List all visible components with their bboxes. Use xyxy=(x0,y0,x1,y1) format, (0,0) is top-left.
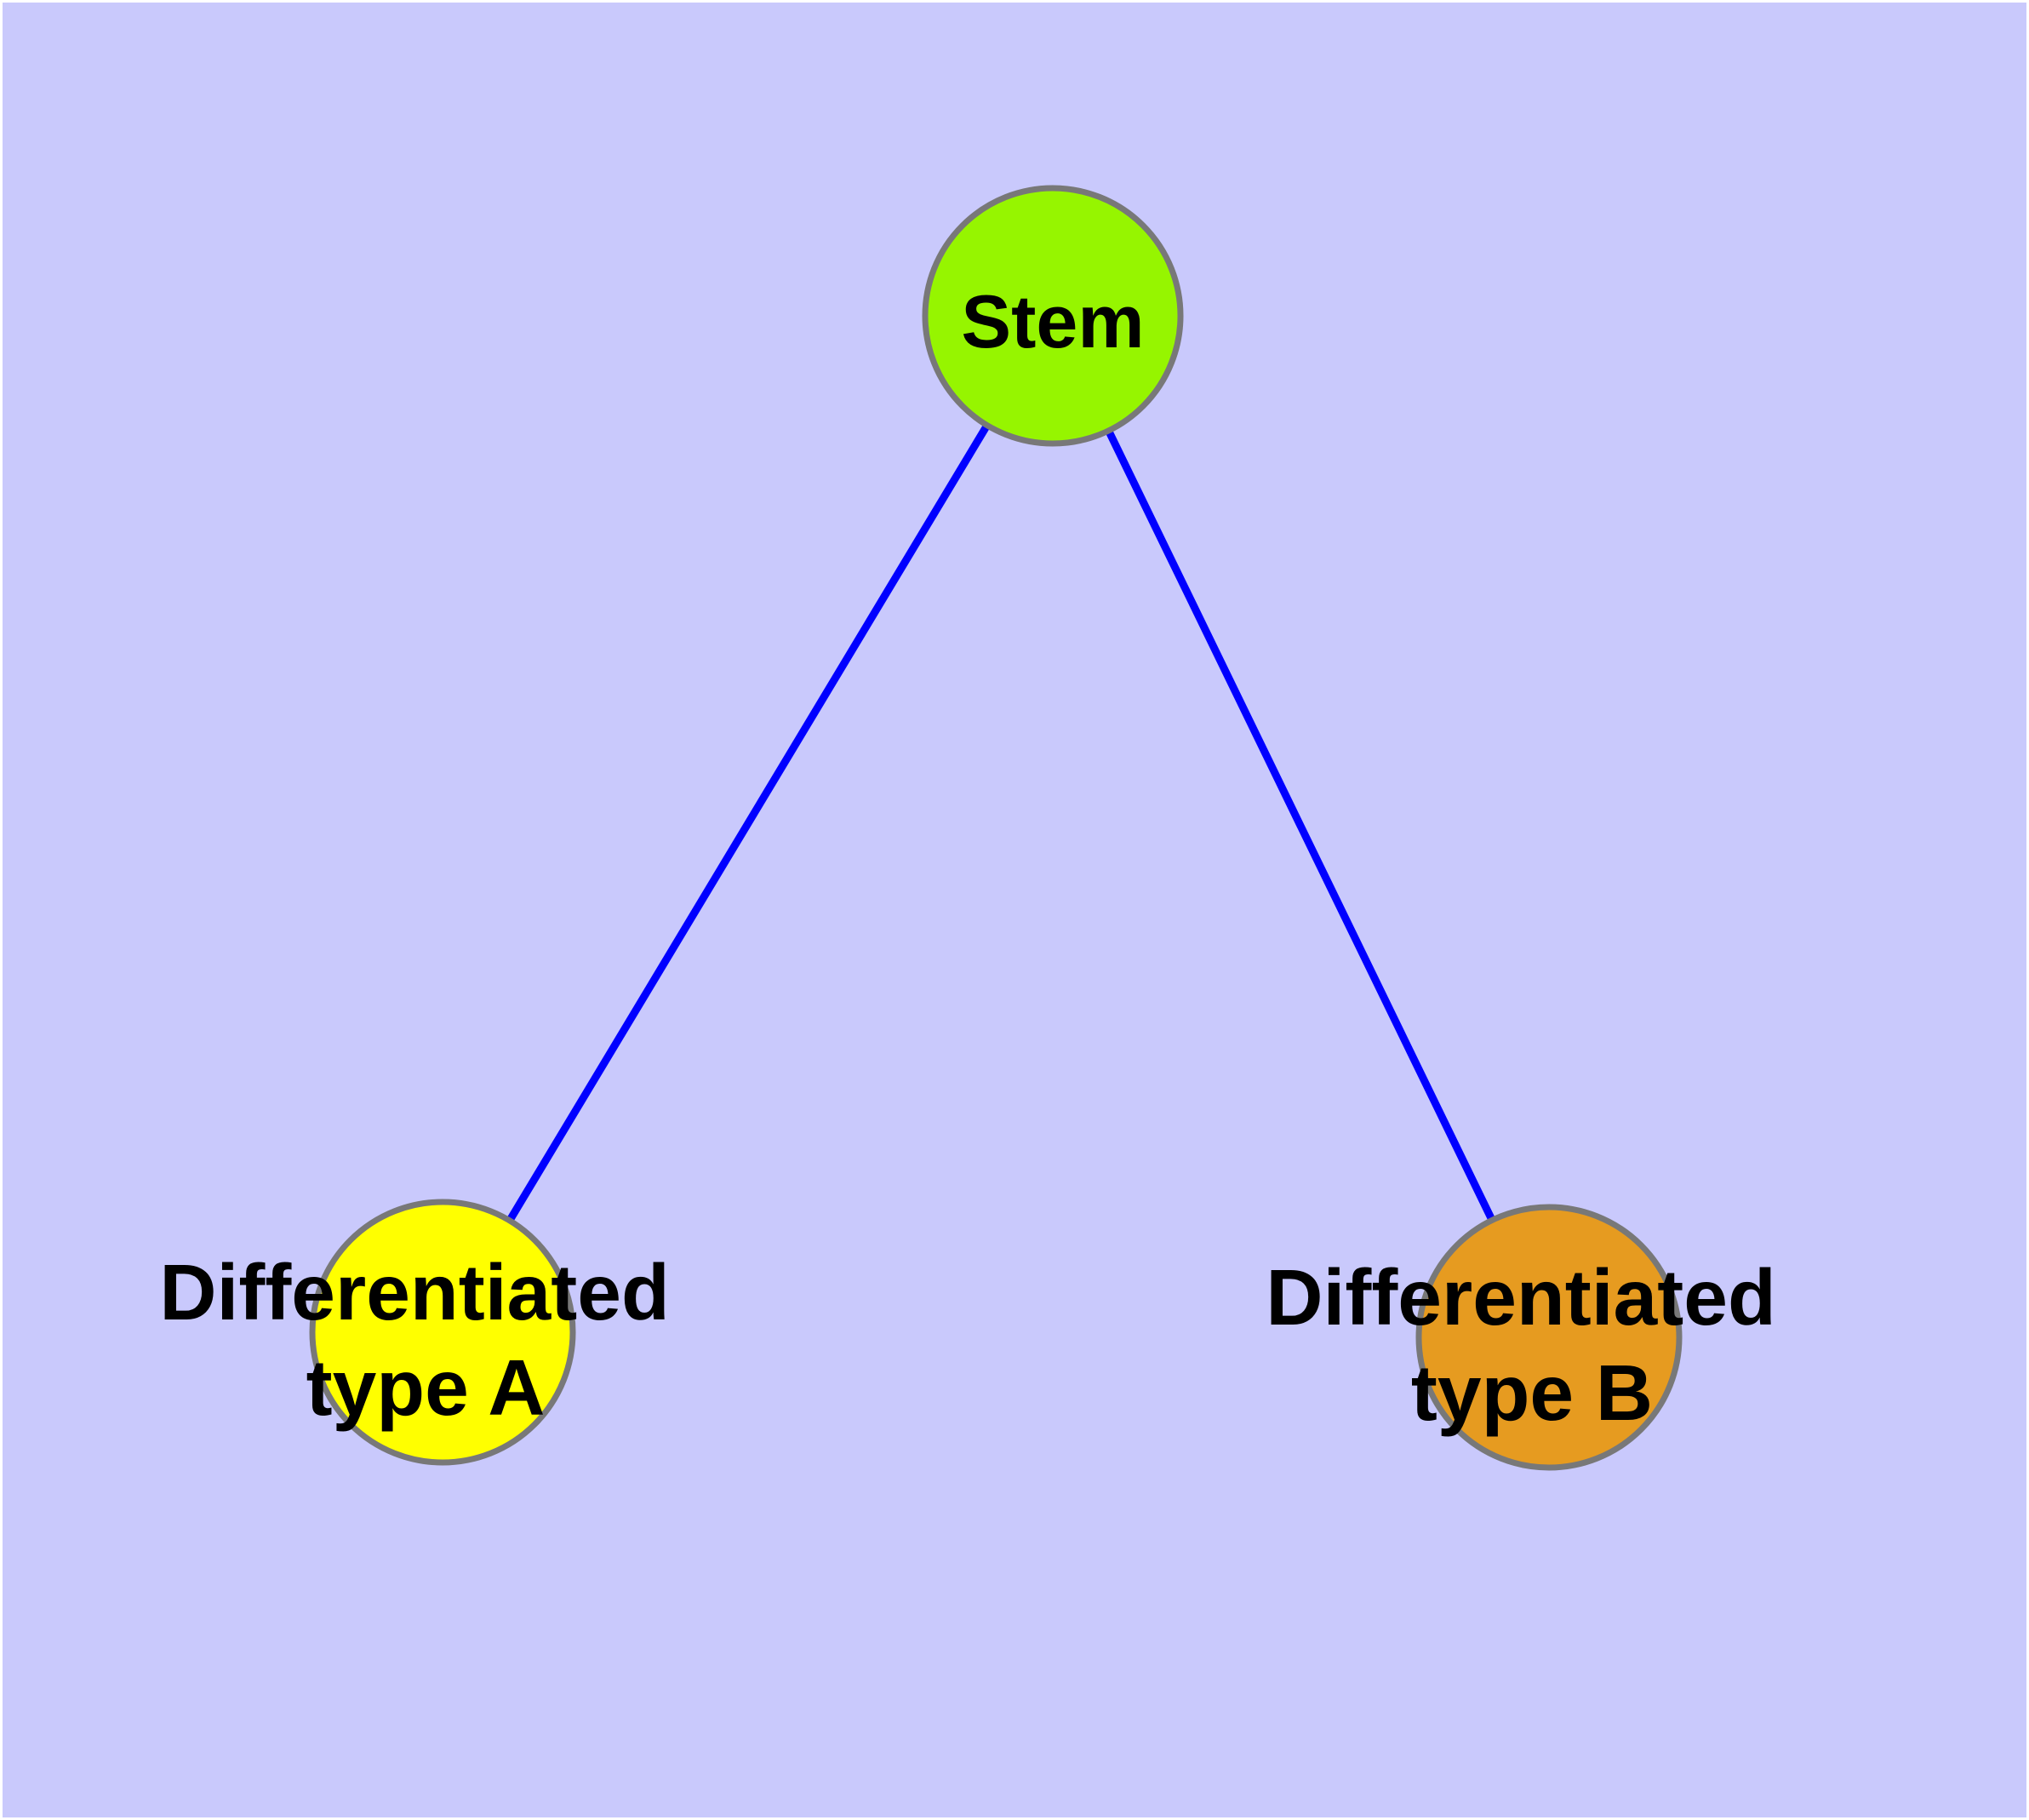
node-differentiated-type-a-label: Differentiated type A xyxy=(159,1248,691,1432)
node-differentiated-type-a-label-line2: type A xyxy=(306,1343,546,1432)
node-differentiated-type-a xyxy=(309,1199,576,1466)
edge-stem-to-type-b xyxy=(1049,314,1553,1339)
node-stem xyxy=(922,185,1184,447)
node-differentiated-type-b-label: Differentiated type B xyxy=(1266,1253,1798,1437)
node-stem-label: Stem xyxy=(961,279,1144,363)
node-differentiated-type-a-label-line1: Differentiated xyxy=(159,1248,669,1336)
node-differentiated-type-b-label-line2: type B xyxy=(1411,1348,1653,1437)
node-differentiated-type-b-label-line1: Differentiated xyxy=(1266,1253,1775,1342)
edge-stem-to-type-a xyxy=(439,313,1056,1335)
node-differentiated-type-b xyxy=(1415,1204,1683,1471)
